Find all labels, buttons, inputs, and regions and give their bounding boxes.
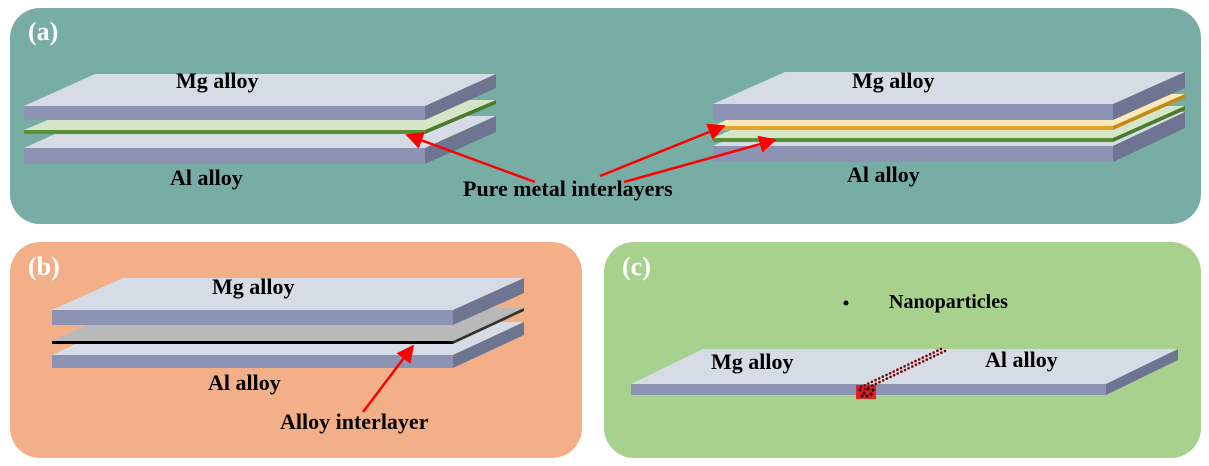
panel-a-background [10,8,1201,224]
nanoparticle [899,366,903,370]
nanoparticle [869,392,873,396]
left-stack: Mg alloy Al alloy [24,68,496,190]
nanoparticle [889,375,892,379]
nanoparticle [871,388,875,392]
right-mg-label: Mg alloy [852,68,935,93]
nanoparticle [881,379,885,382]
weld-zone-nanoparticles [856,347,947,399]
nanoparticle [866,387,870,391]
panel-a: (a) Mg alloy Al alloy [10,8,1201,224]
nanoparticle [881,375,885,378]
nanoparticle [910,361,914,365]
panel-b: (b) Mg alloy Al alloy Alloy interlayer [10,242,582,458]
nanoparticle [939,347,943,351]
nanoparticle [907,367,910,370]
nanoparticle [896,368,899,372]
nanoparticles-label: Nanoparticles [889,291,1008,313]
nanoparticle [892,370,895,373]
nanoparticle [878,380,881,384]
left-al-label: Al alloy [170,165,243,190]
alloy-interlayer-label: Alloy interlayer [280,409,429,434]
left-mg-label: Mg alloy [176,68,259,93]
nanoparticle [903,365,906,368]
c-al-label: Al alloy [985,347,1058,372]
nanoparticle [865,394,869,398]
pure-metal-interlayers-label: Pure metal interlayers [463,176,673,201]
arrow-to-right-yellow [599,123,726,178]
right-stack: Mg alloy Al alloy [713,68,1185,187]
b-al-label: Al alloy [208,370,281,395]
panel-a-label: (a) [28,17,58,46]
nanoparticle [877,377,881,380]
nanoparticle [860,394,864,398]
nanoparticle [936,349,939,353]
nanoparticle [907,363,910,366]
nanoparticle [885,377,889,380]
nanoparticle [917,358,921,361]
nanoparticle [900,370,903,374]
right-al-label: Al alloy [847,162,920,187]
nanoparticle [874,378,877,382]
nanoparticle [932,351,935,354]
nanoparticle [874,382,878,386]
nanoparticle [925,358,929,361]
nanoparticle [914,363,918,367]
nanoparticle [940,351,943,355]
nanoparticle [932,354,936,358]
nanoparticle [858,388,862,392]
nanoparticle [892,373,896,377]
c-mg-label: Mg alloy [711,349,794,374]
nanoparticle [867,382,870,385]
panel-c-label: (c) [622,252,651,281]
panel-c: (c) Nanoparticles Mg alloy Al alloy [604,242,1201,458]
right-mg-plate [713,72,1185,120]
nanoparticle [888,371,892,375]
panel-b-label: (b) [28,252,60,281]
b-mg-plate [52,278,524,325]
nanoparticle [863,387,867,391]
nanoparticle [863,384,866,387]
arrow-to-right-green [623,135,777,184]
nanoparticle [936,353,939,356]
arrow-to-alloy-interlayer [362,344,415,413]
nanoparticle [870,380,874,384]
b-mg-label: Mg alloy [212,274,295,299]
nanoparticle [928,352,932,356]
panel-a-arrows [405,123,777,184]
nanoparticle [862,391,866,395]
nanoparticle [918,361,921,365]
nanoparticle [903,368,907,372]
nanoparticle [896,372,899,375]
nanoparticle [871,384,874,387]
nanoparticle [914,359,917,363]
nanoparticle [911,365,914,368]
arrow-to-left-interlayer [405,132,536,184]
nanoparticle [921,356,925,359]
nanoparticle [859,385,863,389]
nanoparticle [885,373,888,377]
nanoparticle [925,354,928,358]
nanoparticle [921,360,925,363]
nanoparticle [943,349,947,353]
nanoparticle-legend-dot [843,300,849,306]
nanoparticle-trail [858,347,947,398]
nanoparticle [929,356,932,360]
left-mg-plate [24,74,496,120]
